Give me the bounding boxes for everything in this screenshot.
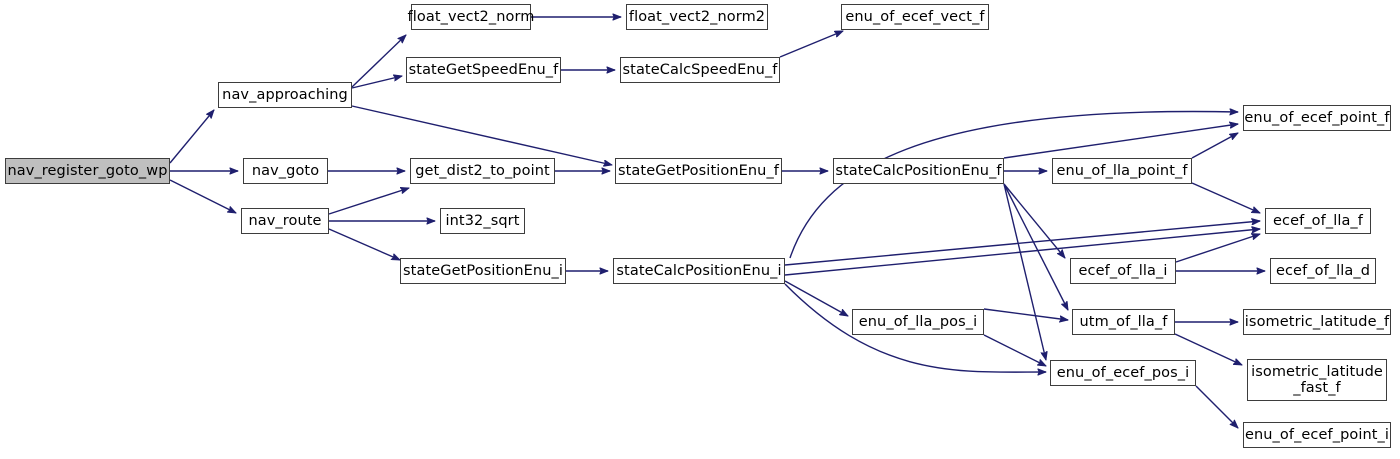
graph-node-nav_approaching[interactable]: nav_approaching <box>218 82 352 108</box>
graph-node-stateCalcPositionEnu_f[interactable]: stateCalcPositionEnu_f <box>833 158 1004 184</box>
graph-node-enu_of_ecef_point_f[interactable]: enu_of_ecef_point_f <box>1243 105 1391 131</box>
graph-node-nav_register_goto_wp[interactable]: nav_register_goto_wp <box>5 158 170 184</box>
graph-node-get_dist2_to_point[interactable]: get_dist2_to_point <box>410 158 555 184</box>
graph-node-isometric_latitude_fast_f[interactable]: isometric_latitude _fast_f <box>1247 359 1387 401</box>
graph-node-enu_of_ecef_vect_f[interactable]: enu_of_ecef_vect_f <box>841 4 989 30</box>
graph-node-float_vect2_norm2[interactable]: float_vect2_norm2 <box>626 4 768 30</box>
graph-node-enu_of_ecef_point_i[interactable]: enu_of_ecef_point_i <box>1243 422 1391 448</box>
graph-node-ecef_of_lla_f[interactable]: ecef_of_lla_f <box>1265 208 1371 234</box>
graph-node-isometric_latitude_f[interactable]: isometric_latitude_f <box>1243 309 1391 335</box>
graph-node-nav_route[interactable]: nav_route <box>241 208 329 234</box>
graph-node-ecef_of_lla_d[interactable]: ecef_of_lla_d <box>1270 258 1376 284</box>
graph-node-float_vect2_norm[interactable]: float_vect2_norm <box>408 4 534 30</box>
graph-node-enu_of_ecef_pos_i[interactable]: enu_of_ecef_pos_i <box>1050 360 1196 386</box>
graph-node-enu_of_lla_point_f[interactable]: enu_of_lla_point_f <box>1052 158 1192 184</box>
graph-node-ecef_of_lla_i[interactable]: ecef_of_lla_i <box>1070 258 1176 284</box>
graph-node-stateCalcPositionEnu_i[interactable]: stateCalcPositionEnu_i <box>613 258 785 284</box>
graph-node-enu_of_lla_pos_i[interactable]: enu_of_lla_pos_i <box>852 309 984 335</box>
graph-node-stateCalcSpeedEnu_f[interactable]: stateCalcSpeedEnu_f <box>620 57 780 83</box>
graph-node-stateGetSpeedEnu_f[interactable]: stateGetSpeedEnu_f <box>406 57 561 83</box>
graph-node-nav_goto[interactable]: nav_goto <box>243 158 328 184</box>
graph-node-utm_of_lla_f[interactable]: utm_of_lla_f <box>1072 309 1175 335</box>
graph-node-stateGetPositionEnu_f[interactable]: stateGetPositionEnu_f <box>615 158 782 184</box>
graph-node-int32_sqrt[interactable]: int32_sqrt <box>440 208 525 234</box>
graph-node-stateGetPositionEnu_i[interactable]: stateGetPositionEnu_i <box>400 258 566 284</box>
